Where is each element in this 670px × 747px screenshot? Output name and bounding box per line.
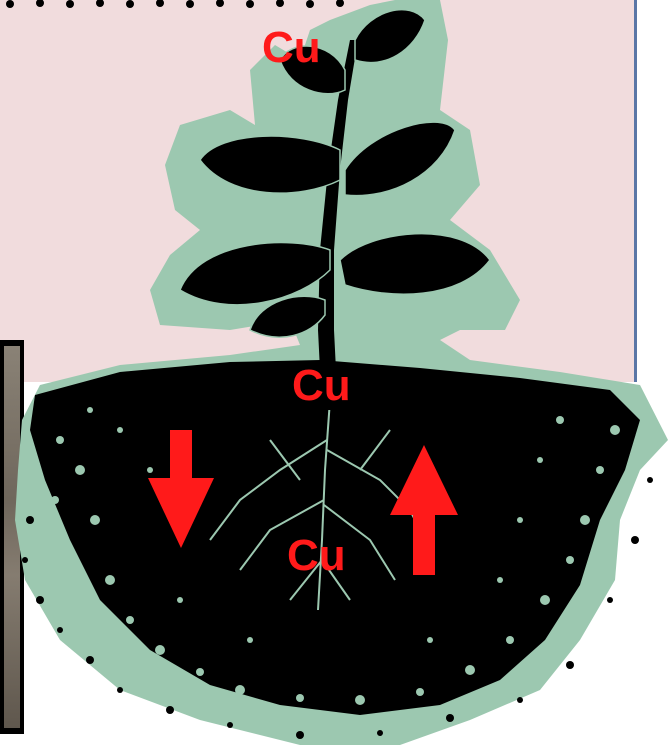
cu-label-root: Cu	[287, 531, 346, 580]
top-dots	[6, 0, 344, 8]
cu-label-top: Cu	[262, 23, 321, 72]
cu-label-stem: Cu	[292, 361, 351, 410]
